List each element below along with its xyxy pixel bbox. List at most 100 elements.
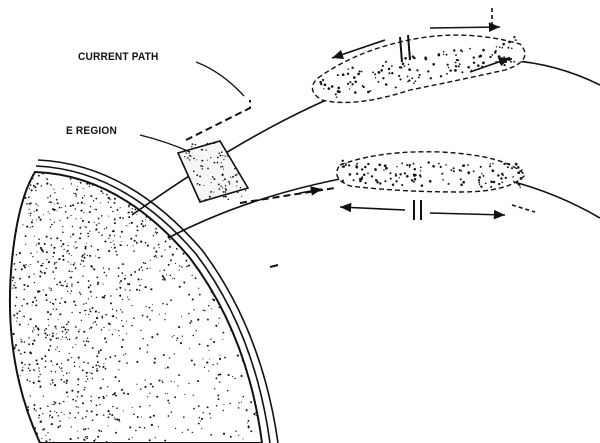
stipple-dot <box>234 378 235 379</box>
stipple-dot <box>88 314 89 315</box>
stipple-dot <box>121 245 122 246</box>
stipple-dot <box>411 179 413 181</box>
stipple-dot <box>207 345 209 347</box>
stipple-dot <box>164 249 165 250</box>
stipple-dot <box>137 416 138 417</box>
stipple-dot <box>165 368 166 369</box>
stipple-dot <box>212 364 213 365</box>
stipple-dot <box>349 81 351 83</box>
stipple-dot <box>253 314 255 316</box>
stipple-dot <box>409 164 411 166</box>
lower-current-dash <box>240 188 335 203</box>
stipple-dot <box>482 62 485 65</box>
stipple-dot <box>66 324 68 326</box>
stipple-dot <box>218 152 220 154</box>
stipple-dot <box>187 429 189 431</box>
stipple-dot <box>233 195 234 196</box>
stipple-dot <box>218 184 219 185</box>
stipple-dot <box>45 435 46 436</box>
stipple-dot <box>13 392 15 394</box>
stipple-dot <box>248 217 249 218</box>
stipple-dot <box>256 209 258 211</box>
stipple-dot <box>189 159 190 160</box>
stipple-dot <box>24 351 26 353</box>
stipple-dot <box>345 164 347 166</box>
stipple-dot <box>11 410 13 412</box>
stipple-dot <box>222 166 224 168</box>
stipple-dot <box>215 199 217 201</box>
stipple-dot <box>150 288 152 290</box>
stipple-dot <box>432 165 435 168</box>
stipple-dot <box>77 407 78 408</box>
stipple-dot <box>131 325 132 326</box>
stipple-dot <box>56 363 58 365</box>
stipple-dot <box>93 200 94 201</box>
stipple-dot <box>87 362 89 364</box>
stipple-dot <box>356 173 358 175</box>
stipple-dot <box>103 178 104 179</box>
stipple-dot <box>218 398 220 400</box>
stipple-dot <box>49 439 51 441</box>
stipple-dot <box>28 276 30 278</box>
stipple-dot <box>265 213 266 214</box>
stipple-dot <box>80 182 82 184</box>
stipple-dot <box>217 251 219 253</box>
stipple-dot <box>139 427 141 429</box>
stipple-dot <box>122 325 124 327</box>
stipple-dot <box>136 361 138 363</box>
stipple-dot <box>382 65 384 67</box>
stipple-dot <box>76 406 77 407</box>
stipple-dot <box>18 188 19 189</box>
stipple-dot <box>242 277 243 278</box>
stipple-dot <box>263 284 264 285</box>
stipple-dot <box>223 196 225 198</box>
stipple-dot <box>128 204 130 206</box>
stipple-dot <box>122 311 123 312</box>
stipple-dot <box>46 183 48 185</box>
stipple-dot <box>71 357 72 358</box>
stipple-dot <box>170 198 171 199</box>
stipple-dot <box>128 180 129 181</box>
stipple-dot <box>69 417 70 418</box>
stipple-dot <box>193 394 194 395</box>
stipple-dot <box>61 363 62 364</box>
stipple-dot <box>159 314 160 315</box>
stipple-dot <box>53 441 54 442</box>
stipple-dot <box>68 321 70 323</box>
stipple-dot <box>446 73 448 75</box>
stipple-dot <box>114 235 115 236</box>
stipple-dot <box>83 212 84 213</box>
stipple-dot <box>169 208 170 209</box>
stipple-dot <box>31 221 33 223</box>
stipple-dot <box>54 222 55 223</box>
stipple-dot <box>72 226 73 227</box>
stipple-dot <box>71 271 72 272</box>
stipple-dot <box>503 64 505 66</box>
stipple-dot <box>200 165 202 167</box>
stipple-dot <box>140 191 142 193</box>
stipple-dot <box>213 192 214 193</box>
stipple-dot <box>79 366 80 367</box>
stipple-dot <box>210 202 212 204</box>
stipple-dot <box>415 80 417 82</box>
upper-arrow-right-icon <box>430 27 500 28</box>
stipple-dot <box>256 258 258 260</box>
stipple-dot <box>55 299 57 301</box>
stipple-dot <box>10 385 11 386</box>
stipple-dot <box>237 331 238 332</box>
stipple-dot <box>395 173 396 174</box>
stipple-dot <box>153 189 154 190</box>
stipple-dot <box>165 219 167 221</box>
stipple-dot <box>9 182 11 184</box>
lower-plasma-cloud <box>337 152 525 192</box>
stipple-dot <box>34 329 35 330</box>
stipple-dot <box>33 369 34 370</box>
stipple-dot <box>13 410 14 411</box>
stipple-dot <box>45 294 46 295</box>
stipple-dot <box>494 51 497 54</box>
stipple-dot <box>10 207 12 209</box>
stipple-dot <box>162 382 163 383</box>
stipple-dot <box>236 186 237 187</box>
stipple-dot <box>244 291 245 292</box>
stipple-dot <box>70 205 72 207</box>
